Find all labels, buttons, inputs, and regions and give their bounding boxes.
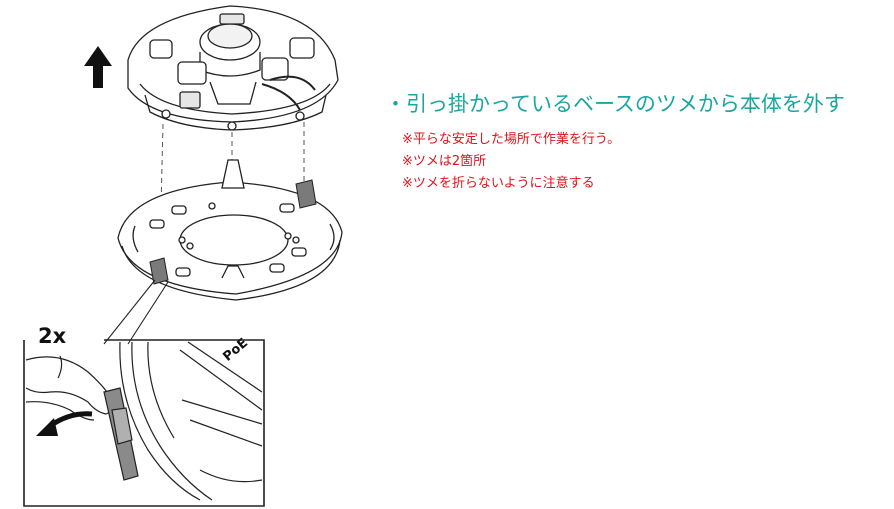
instruction-title: ・引っ掛かっているベースのツメから本体を外す	[385, 92, 845, 116]
base-plate	[117, 159, 343, 301]
detail-scene	[25, 341, 263, 501]
lift-arrow-icon	[84, 46, 112, 88]
pull-arrow-icon	[36, 411, 93, 436]
detail-frame	[23, 339, 265, 507]
camera-body	[127, 5, 339, 131]
instruction-note: ※ツメは2箇所	[402, 154, 487, 169]
instruction-note: ※ツメを折らないように注意する	[402, 176, 595, 191]
base-clip-right	[295, 179, 317, 209]
zoom-leader	[103, 279, 169, 345]
instruction-note: ※平らな安定した場所で作業を行う。	[402, 132, 621, 147]
base-clip-left	[149, 257, 169, 285]
count-label: 2x	[34, 324, 71, 348]
